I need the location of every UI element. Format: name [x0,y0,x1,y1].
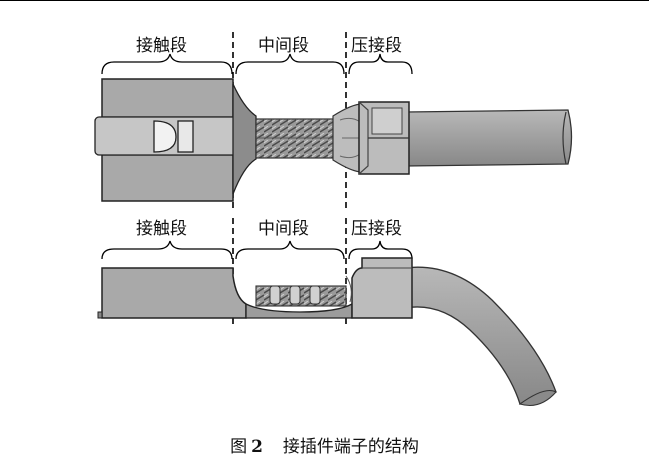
caption-text: 接插件端子的结构 [282,437,419,457]
top-contact-dimple [153,120,177,153]
top-brace-middle [235,53,345,75]
caption-prefix: 图 [230,437,248,457]
top-neck [232,83,257,195]
top-brace-contact [101,53,233,75]
bottom-wire-end [518,389,557,407]
top-wire [405,109,573,167]
top-brace-crimp [348,53,413,75]
bottom-contact-body [101,267,247,319]
bottom-wire [404,266,557,405]
top-wire-end [562,111,567,165]
top-label-middle: 中间段 [258,36,309,56]
caption-number: 2 [251,437,263,457]
bottom-brace-contact [101,240,233,260]
bottom-brace-middle [235,240,345,260]
top-contact-window [177,120,194,153]
bottom-crimp-body [351,257,413,319]
bottom-brace-crimp [348,240,413,260]
bottom-label-crimp: 压接段 [351,219,402,239]
bottom-label-middle: 中间段 [258,219,309,239]
top-rule [0,0,649,1]
top-label-contact: 接触段 [136,36,187,56]
bottom-label-contact: 接触段 [136,219,187,239]
top-label-crimp: 压接段 [351,36,402,56]
